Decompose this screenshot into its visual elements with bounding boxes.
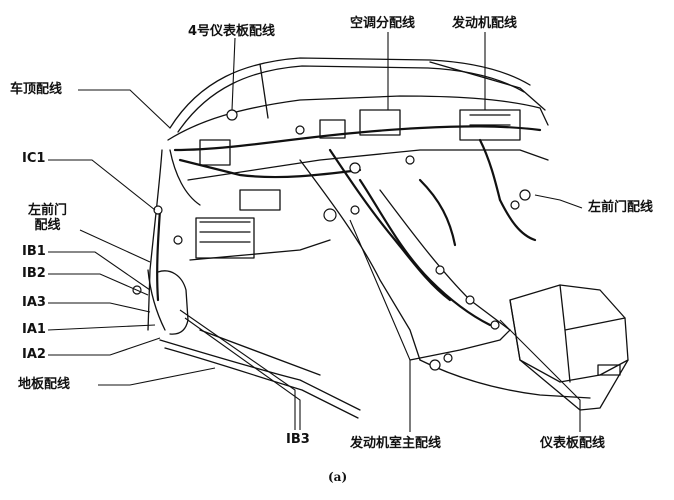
leader-ia3 [48, 302, 151, 313]
label-no4-panel-harness: 4号仪表板配线 [188, 24, 276, 39]
engine-connector-block [459, 109, 521, 141]
label-ia1: IA1 [22, 322, 46, 337]
leader-no4-panel [231, 37, 236, 111]
floor-rail [159, 339, 361, 411]
label-ic1: IC1 [22, 151, 46, 166]
label-left-front-door-harness-right: 左前门配线 [588, 200, 654, 215]
label-ib2: IB2 [22, 266, 46, 281]
leader-ia2 [48, 337, 161, 356]
windshield-frame [169, 57, 531, 129]
label-ib1: IB1 [22, 244, 46, 259]
label-left-front-door-harness-left: 左前门 配线 [28, 203, 68, 233]
leader-ib1 [48, 251, 151, 291]
leader-ic1 [48, 159, 156, 211]
label-roof-harness: 车顶配线 [10, 82, 63, 97]
label-engine-room-main-harness: 发动机室主配线 [350, 436, 442, 451]
label-ib3: IB3 [286, 432, 310, 447]
label-ac-branch-harness: 空调分配线 [350, 16, 416, 31]
center-console [299, 159, 421, 361]
leader-lfd-right [534, 194, 583, 209]
junction-block [195, 217, 255, 259]
harness-main [173, 125, 542, 152]
figure-caption: (a) [328, 470, 348, 484]
label-floor-harness: 地板配线 [18, 377, 71, 392]
label-ia3: IA3 [22, 295, 46, 310]
leader-ib2 [48, 273, 149, 296]
label-ia2: IA2 [22, 347, 46, 362]
leader-ib3 [179, 309, 296, 430]
leader-lfd-left [79, 229, 151, 263]
leader-floor [98, 367, 216, 386]
dashboard-outline [167, 95, 549, 141]
leader-ia1 [47, 324, 156, 331]
label-instrument-panel-harness: 仪表板配线 [540, 436, 606, 451]
leader-roof [78, 89, 171, 129]
leader-engine-room [349, 219, 411, 432]
label-engine-harness: 发动机配线 [452, 16, 518, 31]
leader-panel [499, 319, 581, 432]
